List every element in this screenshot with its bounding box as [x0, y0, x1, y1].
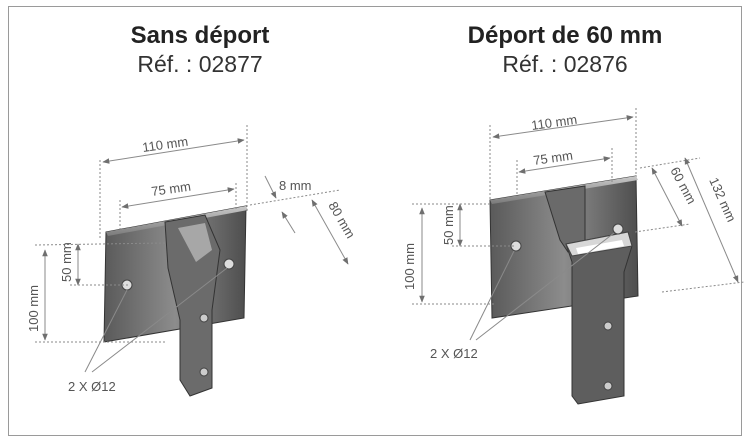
- right-dim-75: 75 mm: [532, 148, 573, 168]
- right-hole-2: [612, 223, 624, 235]
- right-bracket: [489, 175, 639, 405]
- right-product-title: Déport de 60 mm Réf. : 02876: [430, 22, 700, 78]
- right-dim-110: 110 mm: [530, 112, 578, 133]
- left-holes-label: 2 X Ø12: [68, 379, 116, 394]
- left-hole-3: [199, 313, 209, 323]
- right-dim-60: 60 mm: [667, 164, 699, 206]
- right-hole-1: [510, 240, 522, 252]
- left-dim-80: 80 mm: [325, 199, 358, 241]
- left-dim-8: 8 mm: [279, 178, 312, 193]
- right-dimension-lines: [412, 108, 745, 341]
- left-product-title: Sans déport Réf. : 02877: [75, 22, 325, 78]
- left-bracket: [103, 205, 248, 397]
- right-dim-132: 132 mm: [706, 175, 739, 224]
- right-dim-100: 100 mm: [402, 243, 417, 290]
- left-product-ref: Réf. : 02877: [137, 51, 263, 77]
- right-tube-inside: [576, 240, 624, 254]
- right-product-name: Déport de 60 mm: [467, 22, 663, 49]
- left-hole-4: [199, 367, 209, 377]
- left-dimension-lines: [34, 125, 349, 373]
- left-product-name: Sans déport: [130, 22, 270, 49]
- right-hole-3: [603, 321, 613, 331]
- right-hole-4: [603, 381, 613, 391]
- left-dim-50: 50 mm: [59, 242, 74, 282]
- left-hole-2: [223, 258, 235, 270]
- right-offset-tube: [565, 231, 633, 405]
- left-channel: [164, 214, 221, 397]
- right-product-ref: Réf. : 02876: [502, 51, 628, 77]
- left-dim-110: 110 mm: [141, 134, 189, 155]
- left-dim-75: 75 mm: [150, 179, 191, 199]
- right-dim-50: 50 mm: [441, 205, 456, 245]
- left-channel-highlight: [178, 223, 212, 262]
- right-holes-label: 2 X Ø12: [430, 346, 478, 361]
- left-dim-100: 100 mm: [26, 285, 41, 332]
